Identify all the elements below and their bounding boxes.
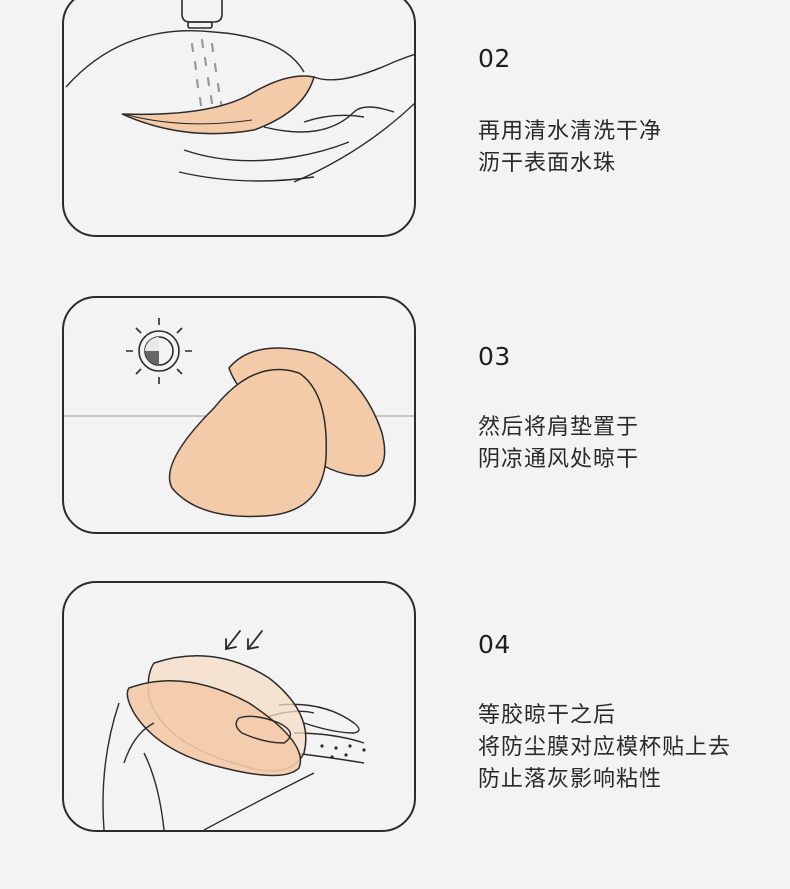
step-02: 02 再用清水清洗干净 沥干表面水珠 <box>0 0 790 250</box>
description-line: 然后将肩垫置于 <box>478 415 640 440</box>
shoulder-pad-front <box>168 368 328 518</box>
step-03-illustration-card <box>62 296 416 534</box>
apply-film-illustration <box>102 630 366 830</box>
step-04-illustration-card <box>62 581 416 832</box>
description-line: 再用清水清洗干净 <box>478 119 663 144</box>
description-line: 等胶晾干之后 <box>478 703 617 728</box>
faucet-icon <box>181 0 223 29</box>
wash-illustration <box>65 0 414 183</box>
step-number: 03 <box>478 342 511 371</box>
sun-clock-icon <box>126 318 192 384</box>
description-line: 阴凉通风处晾干 <box>478 447 640 472</box>
step-description: 然后将肩垫置于 阴凉通风处晾干 <box>478 412 639 476</box>
hand-outline <box>65 29 414 183</box>
description-line: 防止落灰影响粘性 <box>478 767 663 792</box>
step-description: 等胶晾干之后 将防尘膜对应模杯贴上去 防止落灰影响粘性 <box>478 700 731 796</box>
step-03: 03 然后将肩垫置于 阴凉通风处晾干 <box>62 296 639 534</box>
motion-dots <box>320 744 366 759</box>
description-line: 将防尘膜对应模杯贴上去 <box>478 735 732 760</box>
description-line: 沥干表面水珠 <box>478 151 617 176</box>
step-description: 再用清水清洗干净 沥干表面水珠 <box>478 116 662 180</box>
step-number: 02 <box>478 44 511 73</box>
drying-illustration <box>64 318 414 518</box>
shoulder-pad <box>126 680 302 777</box>
step-number: 04 <box>478 630 511 659</box>
step-02-illustration-card <box>62 0 416 237</box>
press-arrows-icon <box>225 630 263 651</box>
